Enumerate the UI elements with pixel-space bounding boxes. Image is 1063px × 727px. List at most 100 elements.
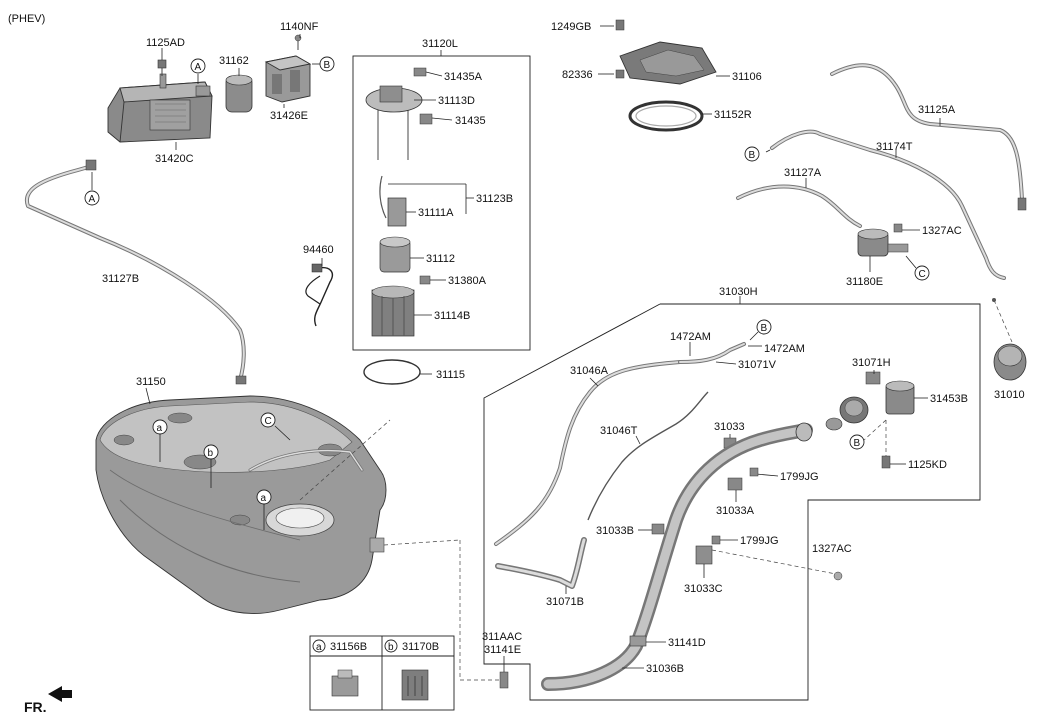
legend-col-a: a	[316, 642, 322, 653]
label-31033: 31033	[714, 421, 745, 433]
filler-neck-assy-31030h: 31030H 31046A 1472AM 31071V 1472AM B 310…	[482, 286, 981, 701]
label-1125kd: 1125KD	[908, 459, 947, 471]
label-31127a: 31127A	[784, 167, 822, 179]
callout-b-31453b	[849, 434, 865, 450]
label-31141d: 31141D	[668, 637, 706, 649]
label-31162: 31162	[219, 55, 249, 67]
label-1140nf: 1140NF	[280, 21, 319, 33]
label-31071h: 31071H	[852, 357, 891, 369]
label-31033a: 31033A	[716, 505, 755, 517]
label-31115: 31115	[436, 369, 465, 381]
label-31114b: 31114B	[434, 310, 470, 322]
callout-a-upper-canister	[190, 58, 206, 74]
callout-b-31071v	[756, 319, 772, 335]
legend-part-a: 31156B	[330, 641, 367, 653]
fuel-cap-31010: 31010	[992, 298, 1027, 401]
label-1249gb: 1249GB	[551, 21, 591, 33]
filter-31162-drawing	[225, 74, 253, 113]
fuel-tank-31150: 31150 a b a C	[95, 376, 387, 614]
callout-c-valve-text: C	[919, 269, 926, 280]
pump-module-box	[352, 55, 531, 351]
callout-c-valve	[914, 265, 930, 281]
callout-b-tank	[203, 444, 219, 460]
label-31111a: 31111A	[418, 207, 454, 219]
label-31112: 31112	[426, 253, 455, 265]
filler-assy-outline	[483, 303, 981, 701]
callout-a-tank-left	[152, 419, 168, 435]
label-1327ac-bottom: 1327AC	[812, 543, 852, 555]
label-31174t: 31174T	[876, 141, 913, 153]
canister-31420c-drawing	[107, 73, 213, 143]
label-31426e: 31426E	[270, 110, 308, 122]
canister-group: 1125AD 1140NF 31162 31426E 31420C A B	[107, 21, 335, 165]
front-direction-marker: FR.	[24, 686, 72, 715]
label-1799jg-a: 1799JG	[780, 471, 819, 483]
callout-a-tank-right	[256, 489, 272, 505]
front-arrow-icon	[48, 686, 72, 702]
clip-a-drawing	[331, 669, 359, 697]
bolt-1140nf-drawing	[294, 34, 302, 50]
label-31033b: 31033B	[596, 525, 634, 537]
label-82336: 82336	[562, 69, 593, 81]
legend-part-b: 31170B	[402, 641, 439, 653]
label-31046t: 31046T	[600, 425, 638, 437]
callout-b-31453b-text: B	[854, 438, 861, 449]
callout-a-tank-left-text: a	[157, 423, 163, 434]
callout-a-upper-canister-text: A	[195, 62, 202, 73]
callout-b-31174t-text: B	[749, 150, 756, 161]
label-1472am-a: 1472AM	[670, 331, 711, 343]
label-31420c: 31420C	[155, 153, 194, 165]
label-31071v: 31071V	[738, 359, 777, 371]
label-31113d: 31113D	[438, 95, 475, 107]
callout-b-tank-text: b	[208, 448, 214, 459]
label-31380a: 31380A	[448, 275, 487, 287]
label-1799jg-b: 1799JG	[740, 535, 779, 547]
front-label: FR.	[24, 699, 47, 715]
label-31152r: 31152R	[714, 109, 752, 121]
label-31036b: 31036B	[646, 663, 684, 675]
seal-ring-31115: 31115	[363, 359, 465, 385]
cover-plate-group: 1249GB 82336 31106 31152R	[551, 19, 762, 132]
callout-a-tube	[84, 190, 100, 206]
label-31106: 31106	[732, 71, 762, 83]
label-31120l: 31120L	[422, 38, 458, 50]
label-94460: 94460	[303, 244, 334, 256]
label-31071b: 31071B	[546, 596, 584, 608]
right-tubes-group: 31125A B 31174T 31127A 1327AC 31180E C	[736, 63, 1027, 288]
harness-94460: 94460	[303, 244, 334, 327]
label-31180e: 31180E	[846, 276, 883, 288]
label-31010: 31010	[994, 389, 1025, 401]
label-1327ac-top: 1327AC	[922, 225, 962, 237]
callout-a-tank-right-text: a	[261, 493, 267, 504]
callout-b-31071v-text: B	[761, 323, 768, 334]
pump-module-31120l: 31120L 31435A 31113D 31435 31111A 31123B…	[352, 38, 531, 351]
label-31141e: 31141E	[484, 644, 521, 656]
callout-a-tube-text: A	[89, 194, 96, 205]
callout-c-tank-text: C	[265, 416, 272, 427]
label-31435a: 31435A	[444, 71, 483, 83]
clip-legend-table: a 31156B b 31170B	[309, 635, 455, 711]
clip-b-drawing	[401, 669, 429, 701]
label-31125a: 31125A	[918, 104, 956, 116]
label-31127b: 31127B	[102, 273, 139, 285]
label-31435: 31435	[455, 115, 486, 127]
variant-label: (PHEV)	[8, 13, 45, 25]
callout-b-bracket	[319, 56, 335, 72]
vapor-tube-31127b: A 31127B	[24, 159, 247, 385]
label-311aac: 311AAC	[482, 631, 522, 643]
label-31033c: 31033C	[684, 583, 723, 595]
callout-b-bracket-text: B	[324, 60, 331, 71]
label-31150: 31150	[136, 376, 166, 388]
label-1472am-b: 1472AM	[764, 343, 805, 355]
label-31123b: 31123B	[476, 193, 513, 205]
label-31030h: 31030H	[719, 286, 758, 298]
legend-col-b: b	[388, 642, 394, 653]
bracket-31426e-drawing	[264, 55, 312, 103]
callout-b-31174t	[744, 146, 760, 162]
label-31046a: 31046A	[570, 365, 609, 377]
bolt-1125ad-drawing	[157, 59, 167, 76]
callout-c-tank	[260, 412, 276, 428]
label-31453b: 31453B	[930, 393, 968, 405]
label-1125ad: 1125AD	[146, 37, 185, 49]
